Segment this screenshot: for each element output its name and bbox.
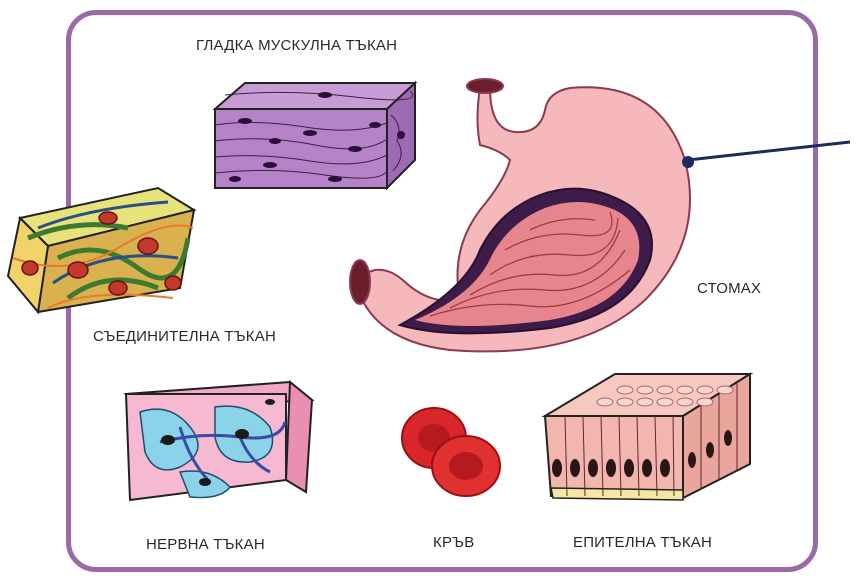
- blood-cells-illustration: [398, 402, 508, 502]
- stomach-illustration: [330, 70, 710, 360]
- label-smooth-muscle-tissue: ГЛАДКА МУСКУЛНА ТЪКАН: [196, 37, 397, 54]
- label-connective-tissue: СЪЕДИНИТЕЛНА ТЪКАН: [93, 328, 276, 345]
- connective-tissue-illustration: [8, 188, 198, 318]
- epithelial-tissue-illustration: [545, 368, 755, 503]
- label-nervous-tissue: НЕРВНА ТЪКАН: [146, 536, 265, 553]
- nervous-tissue-illustration: [120, 372, 315, 512]
- label-epithelial-tissue: ЕПИТЕЛНА ТЪКАН: [573, 534, 712, 551]
- label-blood: КРЪВ: [433, 534, 474, 551]
